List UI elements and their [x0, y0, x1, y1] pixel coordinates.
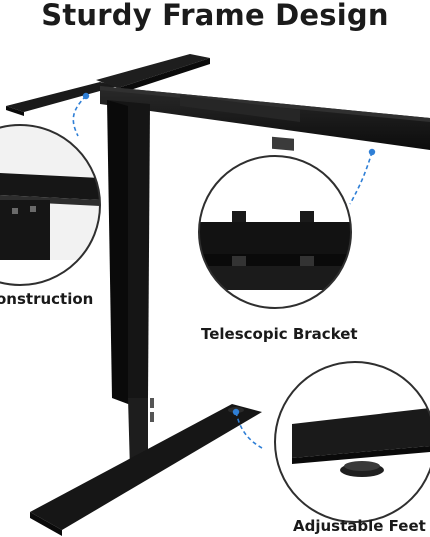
frame	[6, 54, 430, 536]
callout-adjustable-feet	[274, 361, 430, 523]
pointer-dots	[82, 92, 376, 416]
pointer-lines	[72, 95, 373, 449]
page-title: Sturdy Frame Design	[41, 0, 389, 32]
callout-construction	[0, 124, 101, 286]
label-telescopic-bracket: Telescopic Bracket	[201, 325, 358, 343]
label-construction: onstruction	[0, 290, 94, 308]
callout-telescopic-bracket	[198, 155, 352, 309]
label-adjustable-feet: Adjustable Feet	[293, 517, 426, 535]
